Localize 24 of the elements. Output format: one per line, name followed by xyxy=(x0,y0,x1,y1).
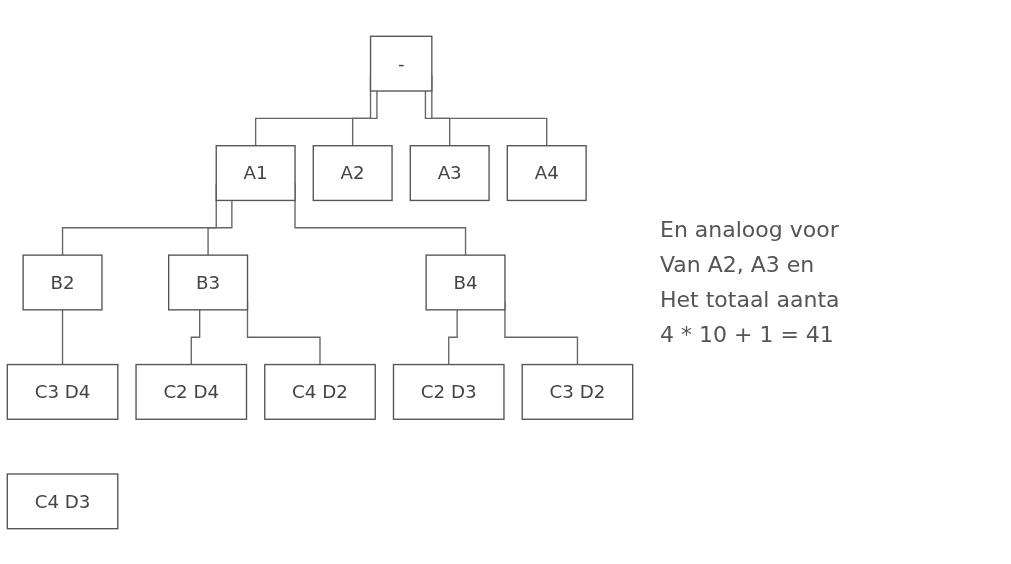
note-text: Van A2, A3 en xyxy=(660,250,815,279)
node-box: C3 D4 xyxy=(6,363,119,420)
node-box: A1 xyxy=(215,144,296,201)
connector xyxy=(351,89,378,146)
node-box: B3 xyxy=(168,253,249,311)
connector xyxy=(190,308,201,365)
connector xyxy=(424,89,451,146)
node-box: C3 D2 xyxy=(521,363,634,420)
connector xyxy=(207,199,233,256)
node-box: A3 xyxy=(409,144,490,201)
node-box: B4 xyxy=(425,253,506,311)
note-text: 4 * 10 + 1 = 41 xyxy=(660,321,834,350)
note-text: Het totaal aanta xyxy=(660,286,840,314)
node-box: - xyxy=(369,35,433,92)
node-box: C2 D4 xyxy=(135,363,248,420)
node-box: B2 xyxy=(22,253,103,311)
node-box: A2 xyxy=(312,144,393,201)
node-box: C4 D3 xyxy=(6,472,119,529)
node-box: C4 D2 xyxy=(264,363,376,420)
note-text: En analoog voor xyxy=(660,215,839,244)
node-box: C2 D3 xyxy=(392,363,505,420)
connector xyxy=(61,308,64,365)
node-box: A4 xyxy=(506,144,587,201)
connector xyxy=(448,308,458,365)
